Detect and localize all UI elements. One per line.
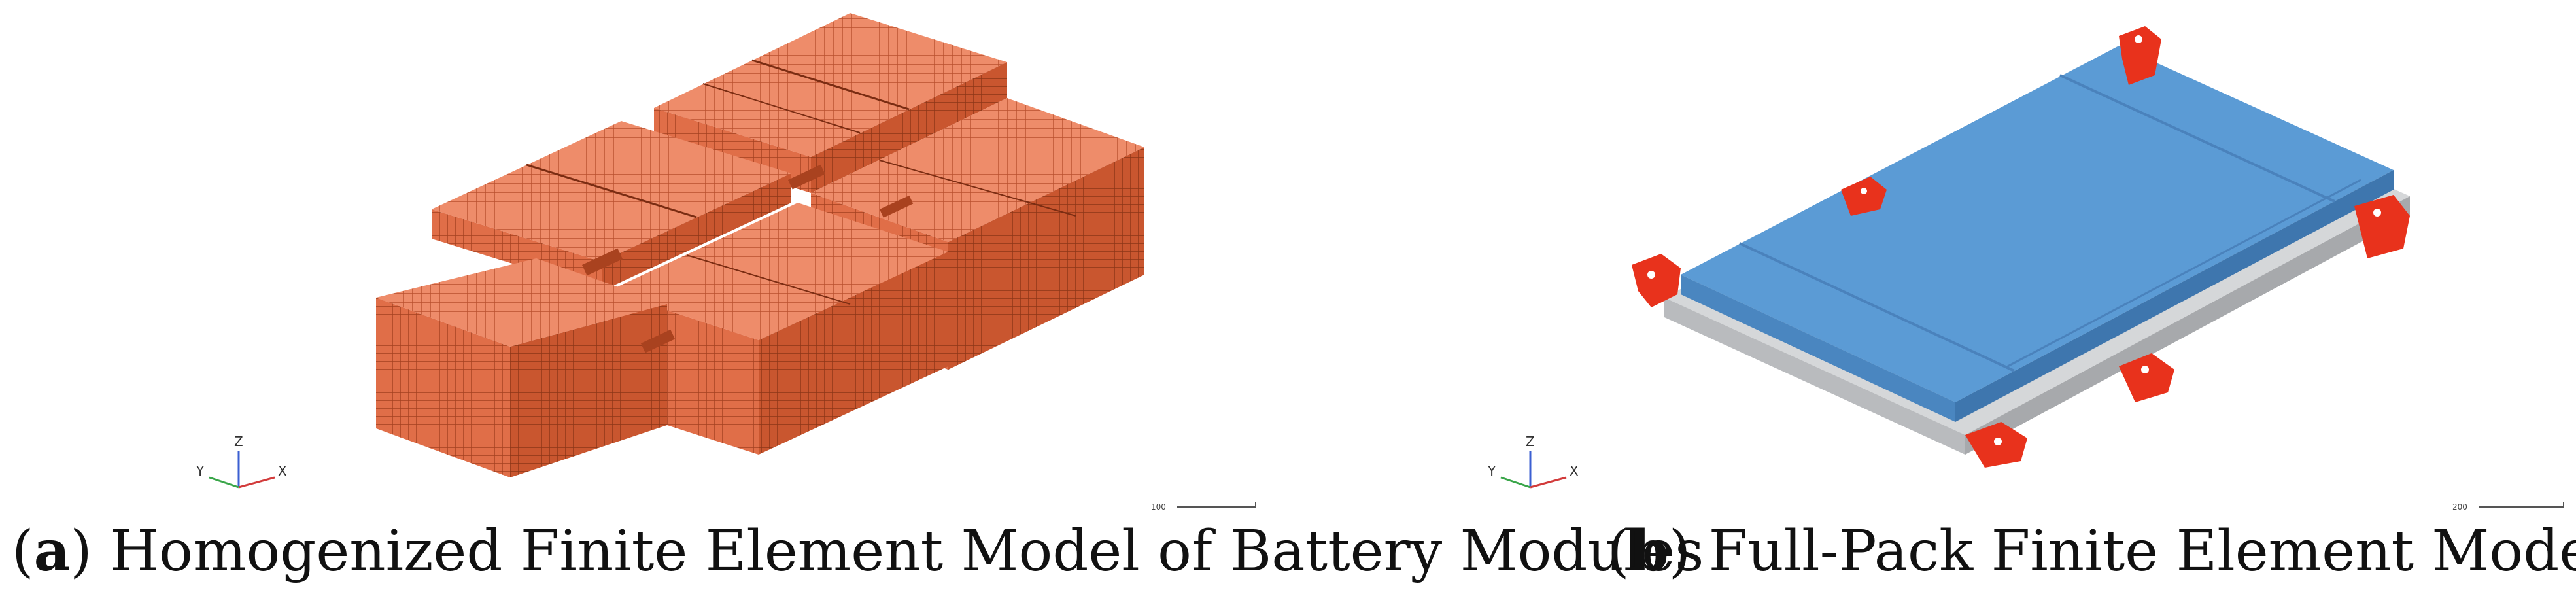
axis-triad: Z X Y <box>196 434 287 489</box>
triad-x-label: X <box>278 463 287 479</box>
scale-bar: 200 <box>2452 502 2564 512</box>
panel-b: Z X Y 200 (b) Full-Pack Finite Element M… <box>1288 0 2576 607</box>
pack-cover <box>1681 46 2394 422</box>
caption-b-letter: b <box>1629 518 1669 584</box>
axis-triad: Z X Y <box>1487 434 1579 489</box>
full-pack-fe-model: Z X Y 200 <box>1487 26 2564 512</box>
bracket-front-mid <box>2119 353 2174 402</box>
battery-modules-fe-model: Z X Y 100 <box>196 13 1256 512</box>
triad-x-label: X <box>1570 463 1579 479</box>
module-block-front-left <box>376 258 667 477</box>
triad-z-label: Z <box>1526 434 1535 449</box>
scale-bar-label: 200 <box>2452 502 2467 512</box>
caption-b-text: Full-Pack Finite Element Model <box>1708 519 2576 584</box>
module-connectors <box>582 164 914 353</box>
triad-z-label: Z <box>234 434 243 449</box>
scale-bar: 100 <box>1151 502 1256 512</box>
triad-y-label: Y <box>196 463 205 479</box>
bracket-top <box>2119 26 2161 85</box>
panel-a: Z X Y 100 (a) Homogenized Finite Element… <box>12 13 1704 580</box>
scale-bar-label: 100 <box>1151 502 1166 512</box>
caption-a: (a) Homogenized Finite Element Model of … <box>12 518 1704 584</box>
caption-b: (b) Full-Pack Finite Element Model <box>1607 523 2576 580</box>
caption-a-text: Homogenized Finite Element Model of Batt… <box>110 519 1704 584</box>
bracket-holes <box>1647 35 2381 445</box>
mounting-brackets <box>1632 26 2410 468</box>
bracket-right <box>2354 195 2410 258</box>
bracket-left <box>1632 254 1681 307</box>
module-block-middle-front <box>608 203 948 455</box>
bracket-back-left <box>1841 177 1887 216</box>
triad-y-label: Y <box>1487 463 1496 479</box>
caption-a-letter: a <box>33 518 71 584</box>
